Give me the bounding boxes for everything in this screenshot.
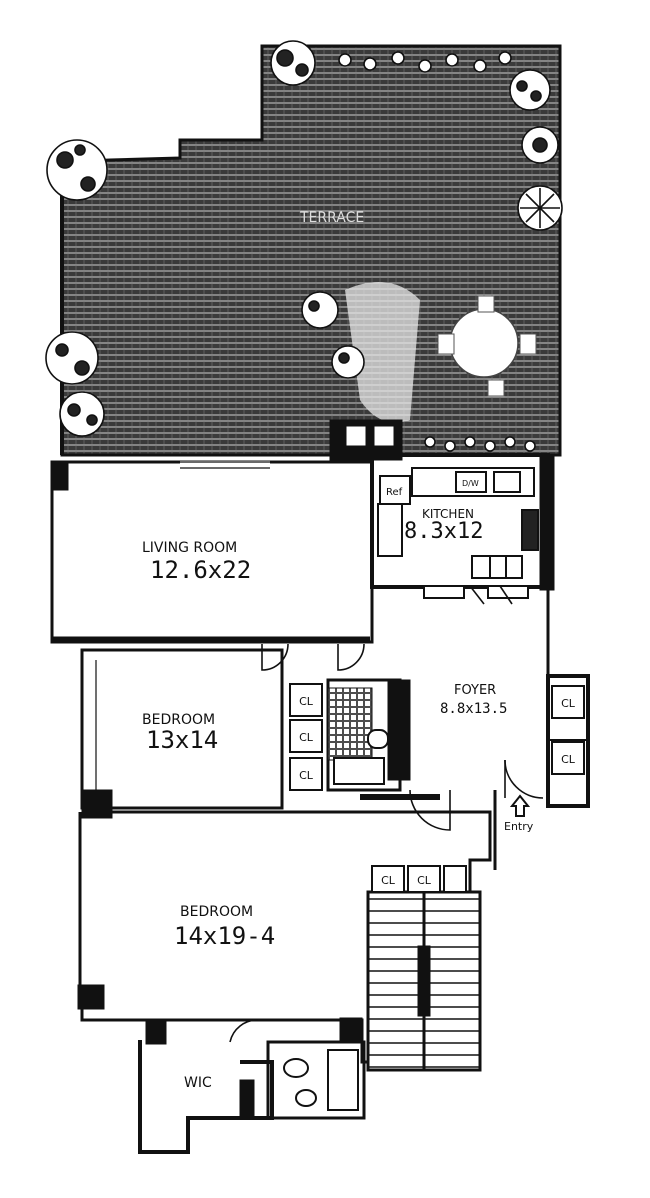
terrace-label: TERRACE — [299, 210, 364, 226]
shrub-icon — [301, 291, 339, 329]
shrub-icon — [45, 331, 99, 385]
closet-label: CL — [299, 695, 314, 708]
bedroom-1-name: BEDROOM — [142, 712, 215, 728]
wic-label: WIC — [184, 1075, 212, 1091]
bath-2 — [266, 1040, 366, 1120]
closet-label: CL — [299, 731, 314, 744]
planter-row — [424, 436, 536, 452]
closet-label: CL — [561, 753, 576, 766]
refrigerator-label: Ref — [386, 487, 403, 498]
refrigerator — [379, 475, 411, 505]
shrub-icon — [509, 69, 551, 111]
bedroom-2-size: 14x19-4 — [174, 922, 275, 950]
closet-label: CL — [417, 874, 432, 887]
plants — [45, 40, 563, 452]
closet-label: CL — [299, 769, 314, 782]
living-room-name: LIVING ROOM — [142, 540, 237, 556]
apartment-walls — [50, 419, 590, 1154]
living-room-size: 12.6x22 — [150, 556, 251, 584]
dishwasher-label: D/W — [462, 479, 479, 488]
shrub-icon — [46, 139, 108, 201]
kitchen-fixtures — [377, 467, 539, 599]
terrace: TERRACE — [60, 44, 562, 457]
foyer-name: FOYER — [454, 683, 496, 698]
kitchen-size: 8.3x12 — [404, 519, 483, 544]
doors — [229, 585, 544, 1043]
foyer-size: 8.8x13.5 — [440, 701, 507, 717]
bedroom-1-walls — [80, 648, 284, 810]
kitchen-name: KITCHEN — [422, 507, 474, 521]
closets — [289, 683, 585, 893]
shrub-icon — [521, 126, 559, 164]
closet-label: CL — [381, 874, 396, 887]
planter-row — [338, 51, 512, 73]
shrub-icon — [517, 185, 563, 231]
shrub-icon — [270, 40, 316, 86]
entry-arrow-icon — [509, 794, 531, 817]
shrub-icon — [331, 345, 365, 379]
bedroom-1-size: 13x14 — [146, 726, 218, 754]
closet-label: CL — [561, 697, 576, 710]
wic-walls — [138, 1040, 274, 1154]
entry-label: Entry — [504, 820, 534, 833]
bedroom-2-name: BEDROOM — [180, 904, 253, 920]
terrace-deck — [60, 44, 562, 457]
shrub-icon — [59, 391, 105, 437]
terrace-table — [449, 308, 519, 378]
